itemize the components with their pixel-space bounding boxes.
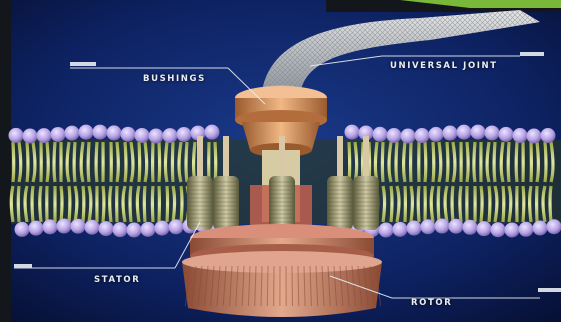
lipid-head xyxy=(71,219,86,234)
lipid-head xyxy=(51,127,66,142)
lipid-head xyxy=(519,222,534,237)
lipid-head xyxy=(169,219,184,234)
lipid-head xyxy=(113,222,128,237)
lipid-head xyxy=(107,125,122,140)
lipid-head xyxy=(449,219,464,234)
lipid-head xyxy=(127,222,142,237)
label-universal-joint: UNIVERSAL JOINT xyxy=(390,61,498,71)
lipid-head xyxy=(121,127,136,142)
lipid-head xyxy=(491,222,506,237)
label-rotor: ROTOR xyxy=(411,298,452,308)
lipid-head xyxy=(393,222,408,237)
lipid-head xyxy=(379,222,394,237)
lipid-head xyxy=(541,128,556,143)
lipid-head xyxy=(435,219,450,234)
lipid-head xyxy=(141,222,156,237)
lipid-head xyxy=(527,128,542,143)
lipid-head xyxy=(65,126,80,141)
lipid-head xyxy=(421,219,436,234)
lipid-head xyxy=(533,221,548,236)
lipid-head xyxy=(135,128,150,143)
lipid-head xyxy=(149,128,164,143)
lipid-head xyxy=(93,125,108,140)
lipid-head xyxy=(43,219,58,234)
lipid-head xyxy=(23,128,38,143)
lipid-head xyxy=(9,128,24,143)
lipid-head xyxy=(505,222,520,237)
lipid-head xyxy=(79,125,94,140)
lipid-head xyxy=(373,127,388,142)
lipid-head xyxy=(387,128,402,143)
lipid-head xyxy=(57,219,72,234)
lipid-head xyxy=(15,222,30,237)
lipid-head xyxy=(37,128,52,143)
lipid-head xyxy=(499,127,514,142)
lipid-head xyxy=(429,127,444,142)
lipid-head xyxy=(99,221,114,236)
lipid-head xyxy=(457,125,472,140)
label-stator: STATOR xyxy=(94,275,140,285)
label-bushings: BUSHINGS xyxy=(143,74,206,84)
lipid-head xyxy=(163,128,178,143)
lipid-head xyxy=(155,221,170,236)
lipid-head xyxy=(463,220,478,235)
lipid-head xyxy=(477,221,492,236)
lipid-head xyxy=(177,127,192,142)
lipid-head xyxy=(205,125,220,140)
lipid-head xyxy=(29,221,44,236)
lipid-head xyxy=(85,220,100,235)
lipid-head xyxy=(513,128,528,143)
lipid-head xyxy=(547,219,561,234)
lipid-head xyxy=(407,221,422,236)
lipid-head xyxy=(485,125,500,140)
lipid-head xyxy=(443,126,458,141)
lipid-head xyxy=(471,125,486,140)
lipid-head xyxy=(415,128,430,143)
lipid-head xyxy=(345,125,360,140)
lipid-head xyxy=(401,128,416,143)
